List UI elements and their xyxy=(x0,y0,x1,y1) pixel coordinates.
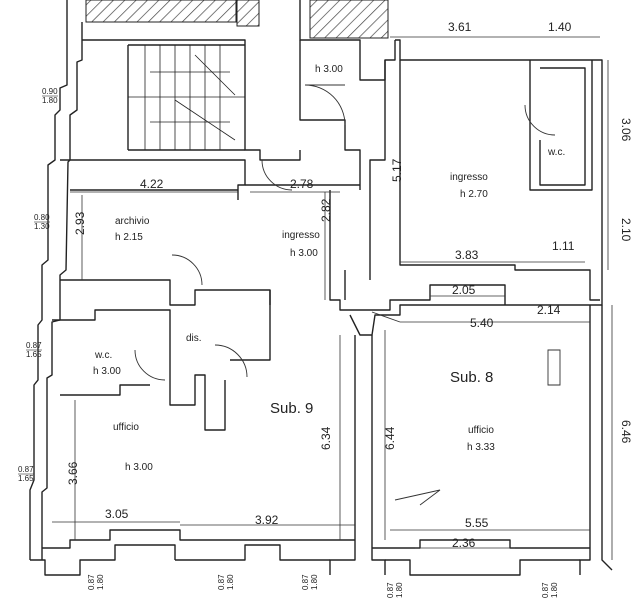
dim-644: 6.44 xyxy=(383,426,397,450)
window-note: 0.90 xyxy=(42,87,58,96)
window-note: 0.87 xyxy=(18,465,34,474)
window-notes: 0.90 1.80 0.80 1.30 0.87 1.65 0.87 1.65 … xyxy=(18,87,559,598)
window-note: 1.65 xyxy=(26,350,42,359)
dim-205: 2.05 xyxy=(452,283,476,297)
dim-236: 2.36 xyxy=(452,536,476,550)
door-swings xyxy=(134,84,561,506)
room-name-ingresso-sub8: ingresso xyxy=(450,172,488,183)
hatched-areas xyxy=(85,0,389,39)
dim-646: 6.46 xyxy=(619,420,632,444)
room-name-wc-sub9: w.c. xyxy=(94,350,112,361)
dim-517: 5.17 xyxy=(390,158,404,182)
dim-366: 3.66 xyxy=(66,461,80,485)
dim-634: 6.34 xyxy=(319,426,333,450)
dim-111: 1.11 xyxy=(552,239,575,253)
dim-555: 5.55 xyxy=(465,516,489,530)
dim-361: 3.61 xyxy=(448,20,472,34)
window-note: 1.80 xyxy=(96,574,105,590)
window-note: 1.30 xyxy=(34,222,50,231)
room-height-ingresso-sub8: h 2.70 xyxy=(460,189,488,200)
window-note: 0.87 xyxy=(26,341,42,350)
unit-label-sub9: Sub. 9 xyxy=(270,400,313,417)
room-name-ingresso-sub9: ingresso xyxy=(282,230,320,241)
room-height-top: h 3.00 xyxy=(315,64,343,75)
window-note: 1.65 xyxy=(18,474,34,483)
dim-383: 3.83 xyxy=(455,248,479,262)
walls xyxy=(29,0,613,576)
dim-210: 2.10 xyxy=(619,218,632,242)
room-name-ufficio-sub9: ufficio xyxy=(113,422,139,433)
window-note: 1.80 xyxy=(310,574,319,590)
room-name-archivio: archivio xyxy=(115,216,150,227)
room-height-ufficio-sub9: h 3.00 xyxy=(125,462,153,473)
window-note: 0.87 xyxy=(301,574,310,590)
dim-392: 3.92 xyxy=(255,513,279,527)
dim-140: 1.40 xyxy=(548,20,572,34)
dimension-lines xyxy=(52,36,613,560)
room-name-ufficio-sub8: ufficio xyxy=(468,425,494,436)
window-note: 0.87 xyxy=(386,582,395,598)
dim-306: 3.06 xyxy=(619,118,632,142)
room-name-dis: dis. xyxy=(186,333,202,344)
dim-282: 2.82 xyxy=(319,198,333,222)
dim-422: 4.22 xyxy=(140,177,164,191)
window-note: 0.80 xyxy=(34,213,50,222)
window-note: 0.87 xyxy=(541,582,550,598)
window-note: 1.80 xyxy=(550,582,559,598)
room-height-wc-sub9: h 3.00 xyxy=(93,366,121,377)
room-height-archivio: h 2.15 xyxy=(115,232,143,243)
unit-label-sub8: Sub. 8 xyxy=(450,369,493,386)
window-note: 1.80 xyxy=(395,582,404,598)
dim-540: 5.40 xyxy=(470,316,494,330)
window-note: 0.87 xyxy=(87,574,96,590)
room-height-ufficio-sub8: h 3.33 xyxy=(467,442,495,453)
window-note: 1.80 xyxy=(226,574,235,590)
window-note: 1.80 xyxy=(42,96,58,105)
dim-214: 2.14 xyxy=(537,303,561,317)
dim-305: 3.05 xyxy=(105,507,129,521)
dim-293: 2.93 xyxy=(73,211,87,235)
window-note: 0.87 xyxy=(217,574,226,590)
dim-278: 2.78 xyxy=(290,177,314,191)
room-height-ingresso-sub9: h 3.00 xyxy=(290,248,318,259)
room-name-wc-sub8: w.c. xyxy=(547,147,565,158)
